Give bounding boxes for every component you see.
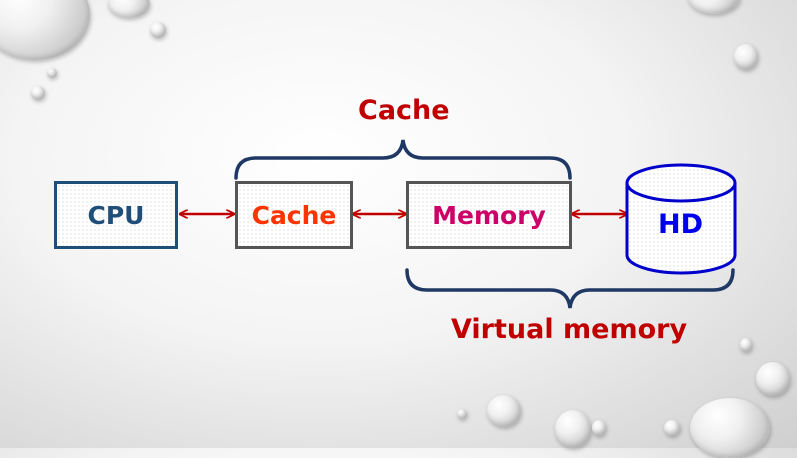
water-droplet-decoration <box>457 409 467 419</box>
virtual-memory-brace <box>405 268 735 309</box>
cache-label: Cache <box>251 200 337 230</box>
cache-brace <box>234 139 572 180</box>
water-droplet-decoration <box>555 410 591 448</box>
hd-cylinder <box>625 163 737 275</box>
water-droplet-decoration <box>734 44 758 70</box>
water-droplet-decoration <box>47 68 57 78</box>
water-droplet-decoration <box>150 22 166 38</box>
water-droplet-decoration <box>664 420 680 436</box>
water-droplet-decoration <box>592 420 606 436</box>
cache-node: Cache <box>235 181 353 249</box>
cpu-label: CPU <box>87 200 145 230</box>
water-droplet-decoration <box>756 362 790 396</box>
cache-brace-label: Cache <box>358 95 450 126</box>
water-droplet-decoration <box>108 0 150 18</box>
memory-label: Memory <box>432 200 546 230</box>
water-droplet-decoration <box>740 338 752 352</box>
water-droplet-decoration <box>487 395 521 427</box>
virtual-memory-brace-label: Virtual memory <box>451 314 688 345</box>
cpu-node: CPU <box>54 181 178 249</box>
water-droplet-decoration <box>688 0 740 14</box>
water-droplet-decoration <box>31 86 45 100</box>
memory-node: Memory <box>406 181 572 249</box>
diagram-connectors <box>0 139 737 309</box>
hd-label: HD <box>658 209 704 240</box>
